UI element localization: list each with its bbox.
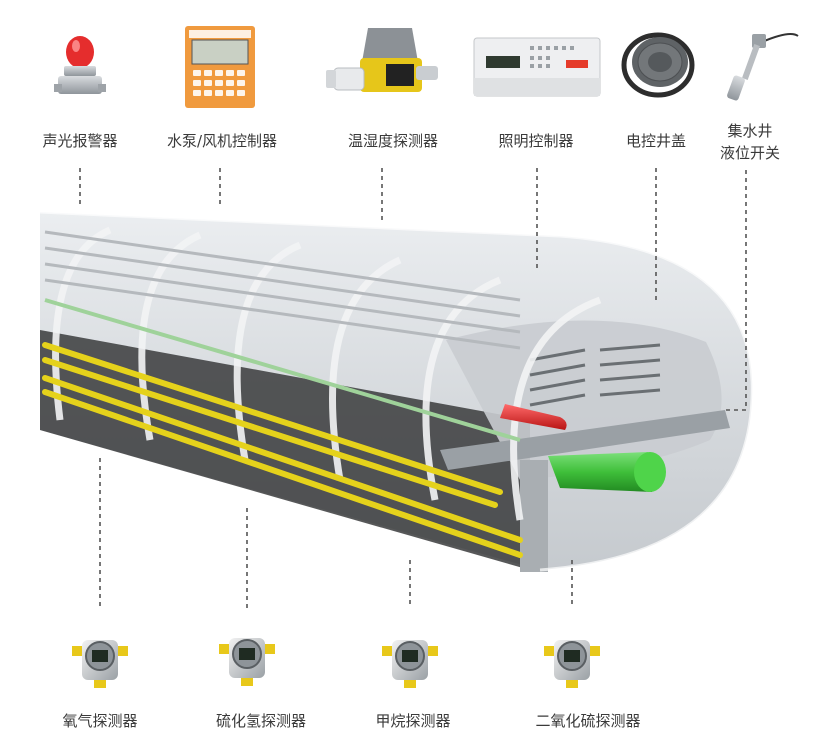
lighting-controller-icon <box>473 37 601 97</box>
level-switch-label-line2: 液位开关 <box>720 144 780 162</box>
alarm-label: 声光报警器 <box>42 132 117 150</box>
h2s-detector-icon <box>219 638 275 686</box>
ch4-detector-icon <box>382 640 438 688</box>
manhole-cover-label: 电控井盖 <box>626 132 686 150</box>
o2-detector-icon <box>72 640 128 688</box>
humidity-sensor-icon <box>326 28 438 92</box>
level-switch-label-line1: 集水井 <box>727 122 772 140</box>
o2-detector-label: 氧气探测器 <box>62 712 137 730</box>
tunnel-illustration <box>39 210 754 572</box>
level-switch-icon <box>727 33 799 101</box>
alarm-device-icon <box>54 36 106 94</box>
so2-detector-label: 二氧化硫探测器 <box>535 712 640 730</box>
lighting-controller-label: 照明控制器 <box>498 132 573 150</box>
ch4-detector-label: 甲烷探测器 <box>375 712 450 730</box>
humidity-sensor-label: 温湿度探测器 <box>348 132 438 150</box>
leader-lines <box>79 168 747 608</box>
pump-controller-icon <box>185 26 255 108</box>
manhole-cover-icon <box>621 32 695 98</box>
pump-controller-label: 水泵/风机控制器 <box>167 132 277 150</box>
so2-detector-icon <box>544 640 600 688</box>
h2s-detector-label: 硫化氢探测器 <box>216 712 306 730</box>
